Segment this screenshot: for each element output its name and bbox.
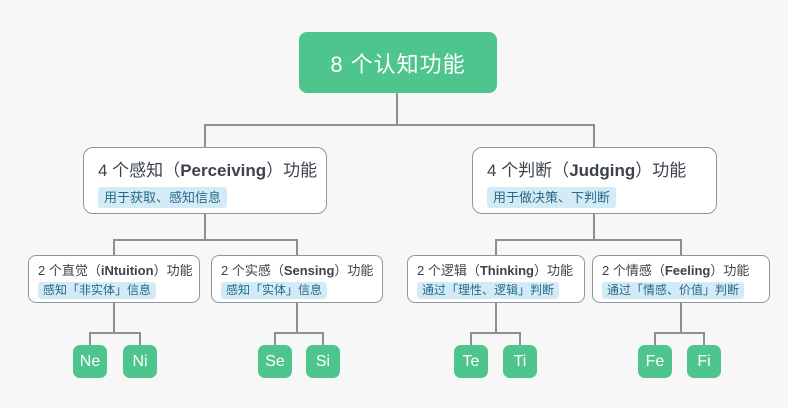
connector-intuition-bus	[89, 332, 141, 334]
title-text-en: Feeling	[664, 263, 711, 278]
title-text-en: Judging	[569, 161, 636, 180]
connector-sensing-stem	[296, 303, 298, 334]
leaf-ne[interactable]: Ne	[73, 345, 107, 378]
leaf-te[interactable]: Te	[454, 345, 488, 378]
node-thinking-tag: 通过「理性、逻辑」判断	[417, 282, 560, 299]
connector-thinking-bus	[470, 332, 521, 334]
node-root[interactable]: 8 个认知功能	[299, 32, 497, 93]
connector-drop-ne	[89, 332, 91, 345]
connector-level2-bus	[204, 124, 595, 126]
connector-sensing-bus	[274, 332, 324, 334]
title-text-en: iNtuition	[100, 263, 154, 278]
connector-drop-judging	[593, 124, 595, 147]
connector-perceiving-bus	[113, 239, 298, 241]
node-thinking-title: 2 个逻辑（Thinking）功能	[417, 262, 575, 279]
title-text: 4 个感知（	[98, 161, 181, 180]
node-intuition-tag: 感知「非实体」信息	[38, 282, 157, 299]
title-text: 4 个判断（	[487, 161, 570, 180]
connector-drop-fe	[654, 332, 656, 345]
node-perceiving[interactable]: 4 个感知（Perceiving）功能 用于获取、感知信息	[83, 147, 327, 214]
title-text: ）功能	[266, 161, 318, 180]
connector-root-stem	[396, 93, 398, 126]
leaf-fe[interactable]: Fe	[638, 345, 672, 378]
title-text-en: Sensing	[283, 263, 335, 278]
node-intuition[interactable]: 2 个直觉（iNtuition）功能 感知「非实体」信息	[28, 255, 200, 303]
title-text: ）功能	[710, 263, 750, 278]
node-judging-title: 4 个判断（Judging）功能	[487, 159, 702, 182]
node-root-label: 8 个认知功能	[330, 51, 466, 77]
leaf-fi[interactable]: Fi	[687, 345, 721, 378]
title-text: ）功能	[153, 263, 193, 278]
node-sensing[interactable]: 2 个实感（Sensing）功能 感知「实体」信息	[211, 255, 383, 303]
connector-drop-si	[322, 332, 324, 345]
connector-thinking-stem	[495, 303, 497, 334]
connector-drop-intuition	[113, 239, 115, 255]
connector-drop-se	[274, 332, 276, 345]
title-text-en: Thinking	[479, 263, 535, 278]
node-feeling-tag: 通过「情感、价值」判断	[602, 282, 745, 299]
leaf-se[interactable]: Se	[258, 345, 292, 378]
node-judging-tag: 用于做决策、下判断	[487, 187, 617, 208]
node-judging[interactable]: 4 个判断（Judging）功能 用于做决策、下判断	[472, 147, 717, 214]
node-perceiving-tag: 用于获取、感知信息	[98, 187, 228, 208]
node-sensing-tag: 感知「实体」信息	[221, 282, 328, 299]
connector-drop-perceiving	[204, 124, 206, 147]
leaf-si[interactable]: Si	[306, 345, 340, 378]
connector-judging-bus	[495, 239, 682, 241]
title-text: ）功能	[534, 263, 574, 278]
node-feeling-title: 2 个情感（Feeling）功能	[602, 262, 760, 279]
connector-drop-ni	[139, 332, 141, 345]
connector-drop-fi	[703, 332, 705, 345]
connector-drop-ti	[519, 332, 521, 345]
connector-feeling-stem	[680, 303, 682, 334]
title-text: 2 个实感（	[221, 263, 284, 278]
title-text: 2 个直觉（	[38, 263, 101, 278]
connector-drop-sensing	[296, 239, 298, 255]
title-text-en: Perceiving	[180, 161, 267, 180]
node-feeling[interactable]: 2 个情感（Feeling）功能 通过「情感、价值」判断	[592, 255, 770, 303]
node-intuition-title: 2 个直觉（iNtuition）功能	[38, 262, 193, 279]
node-perceiving-title: 4 个感知（Perceiving）功能	[98, 159, 317, 182]
node-sensing-title: 2 个实感（Sensing）功能	[221, 262, 373, 279]
connector-perceiving-stem	[204, 214, 206, 241]
connector-drop-te	[470, 332, 472, 345]
title-text: 2 个情感（	[602, 263, 665, 278]
connector-drop-feeling	[680, 239, 682, 255]
title-text: ）功能	[334, 263, 374, 278]
leaf-ti[interactable]: Ti	[503, 345, 537, 378]
title-text: 2 个逻辑（	[417, 263, 480, 278]
title-text: ）功能	[635, 161, 687, 180]
connector-drop-thinking	[495, 239, 497, 255]
connector-judging-stem	[593, 214, 595, 241]
connector-feeling-bus	[654, 332, 705, 334]
node-thinking[interactable]: 2 个逻辑（Thinking）功能 通过「理性、逻辑」判断	[407, 255, 585, 303]
leaf-ni[interactable]: Ni	[123, 345, 157, 378]
connector-intuition-stem	[113, 303, 115, 334]
